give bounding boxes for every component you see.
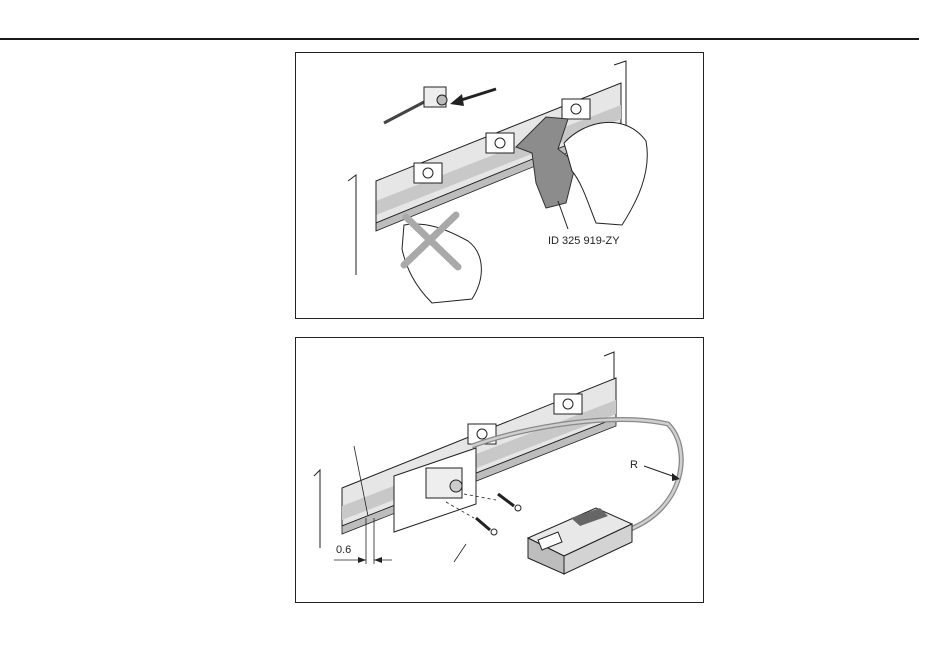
left-hand bbox=[402, 224, 481, 303]
scanning-head bbox=[384, 87, 447, 123]
label-leader bbox=[558, 201, 568, 229]
gap-dimension-label: 0.6 bbox=[336, 544, 351, 556]
dim-arrow-icon bbox=[358, 557, 366, 563]
cleaning-illustration: ID 325 919-ZY bbox=[296, 53, 705, 320]
arrow-icon bbox=[450, 89, 496, 106]
dim-arrow-icon bbox=[374, 557, 382, 563]
bend-radius-label: R bbox=[630, 459, 638, 471]
part-number-label: ID 325 919-ZY bbox=[548, 235, 620, 247]
right-hand bbox=[564, 122, 647, 225]
mounting-clip bbox=[554, 394, 582, 414]
mounting-illustration: R 0.6 bbox=[296, 338, 705, 604]
leader-line bbox=[454, 544, 466, 562]
wall-edge bbox=[314, 470, 320, 548]
figure-cleaning-scale: ID 325 919-ZY bbox=[295, 52, 704, 319]
wall-edge bbox=[348, 175, 356, 275]
connector-plug bbox=[528, 508, 632, 574]
figure-mounting-head: R 0.6 bbox=[295, 337, 704, 603]
mounting-clip bbox=[486, 133, 514, 153]
mounting-clip bbox=[414, 163, 442, 183]
mounting-clip bbox=[562, 99, 590, 119]
header-rule bbox=[0, 38, 919, 40]
